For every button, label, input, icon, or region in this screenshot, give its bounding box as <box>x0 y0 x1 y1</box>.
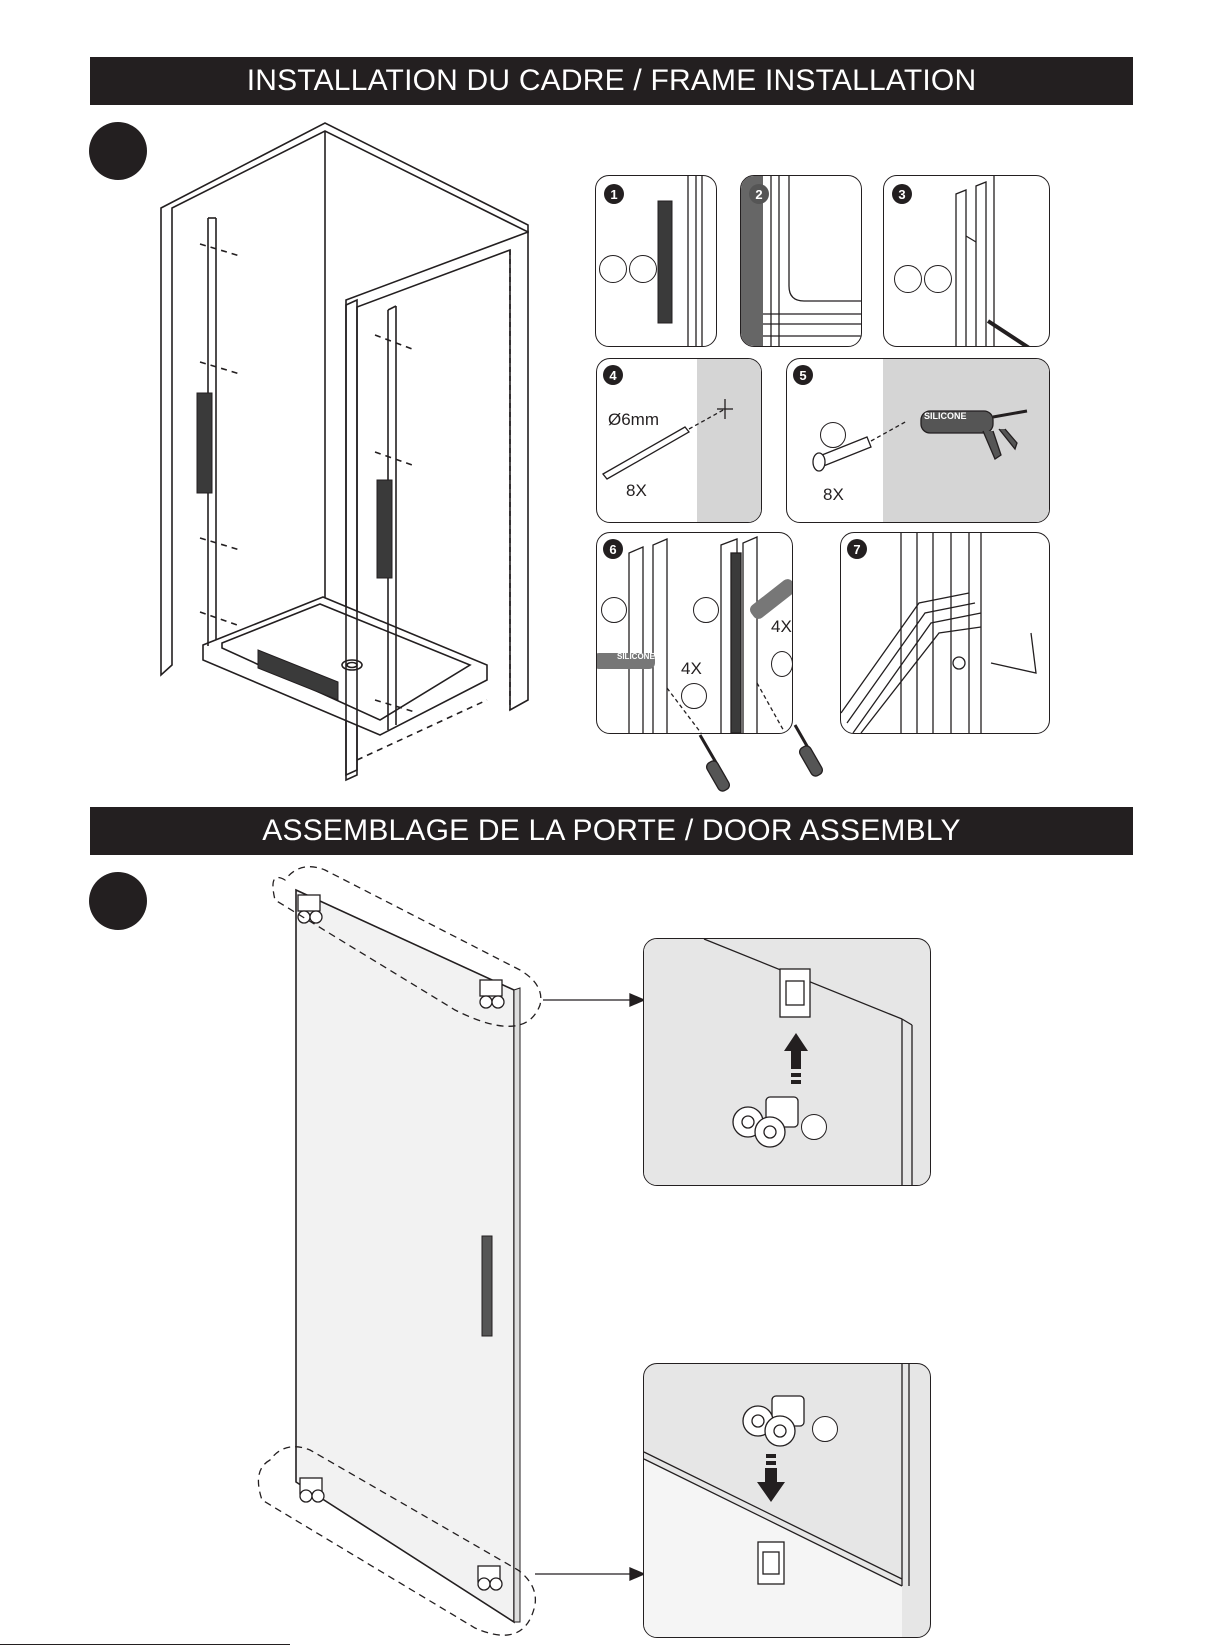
part-reference-circle <box>801 1114 827 1140</box>
part-reference-circle <box>771 651 793 677</box>
part-reference-circle <box>812 1416 838 1442</box>
part-reference-circle <box>820 422 846 448</box>
part-reference-circle <box>681 683 707 709</box>
step-number-badge: 6 <box>603 539 623 559</box>
quantity-label: 8X <box>626 481 647 501</box>
step-number-badge: 5 <box>793 365 813 385</box>
quantity-label: 4X <box>771 617 792 637</box>
quantity-label: 4X <box>681 659 702 679</box>
top-roller-detail-drawing <box>644 939 930 1185</box>
step-number-badge: 2 <box>749 184 769 204</box>
door-detail-top-panel <box>643 938 931 1186</box>
step-number-badge: 3 <box>892 184 912 204</box>
part-reference-circle <box>924 265 952 293</box>
drill-size-label: Ø6mm <box>608 410 659 430</box>
part-reference-circle <box>601 597 627 623</box>
step-number-badge: 1 <box>604 184 624 204</box>
bottom-roller-detail-drawing <box>644 1364 930 1637</box>
quantity-label: 8X <box>823 485 844 505</box>
page-edge-rule <box>0 1644 290 1645</box>
silicone-label: SILICONE <box>617 652 655 661</box>
step-number-badge: 4 <box>603 365 623 385</box>
step-number-badge: 7 <box>847 539 867 559</box>
part-reference-circle <box>693 597 719 623</box>
part-reference-circle <box>599 255 627 283</box>
door-detail-bottom-panel <box>643 1363 931 1638</box>
part-reference-circle <box>629 255 657 283</box>
part-reference-circle <box>894 265 922 293</box>
silicone-label: SILICONE <box>924 411 967 421</box>
